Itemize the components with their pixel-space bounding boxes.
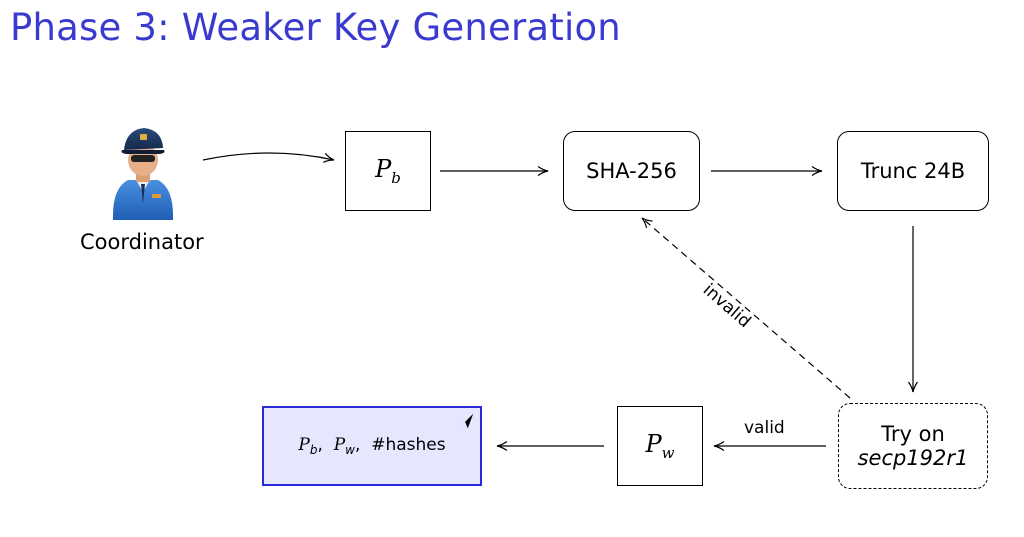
sha256-label: SHA-256 [586, 159, 677, 183]
try-on-label: Try on [881, 422, 945, 446]
edge-label-valid: valid [744, 418, 785, 438]
sha256-node: SHA-256 [563, 131, 700, 211]
police-officer-icon [112, 128, 174, 220]
pb-node: Pb [345, 131, 431, 211]
pw-node: Pw [617, 406, 703, 486]
coordinator-label: Coordinator [80, 230, 204, 254]
trunc-node: Trunc 24B [837, 131, 989, 211]
page-title: Phase 3: Weaker Key Generation [10, 6, 621, 49]
edge-coordinator-to-pb [202, 152, 335, 163]
result-text: Pb, Pw, #hashes [298, 435, 446, 457]
pw-symbol: Pw [645, 430, 675, 462]
curve-name-label: secp192r1 [857, 446, 969, 470]
edge-try-to-sha-invalid [641, 217, 851, 399]
try-curve-node: Try on secp192r1 [838, 403, 988, 489]
trunc-label: Trunc 24B [860, 159, 966, 183]
pb-symbol: Pb [375, 155, 401, 187]
result-node: Pb, Pw, #hashes [262, 406, 482, 486]
send-arrow-icon [458, 413, 474, 429]
